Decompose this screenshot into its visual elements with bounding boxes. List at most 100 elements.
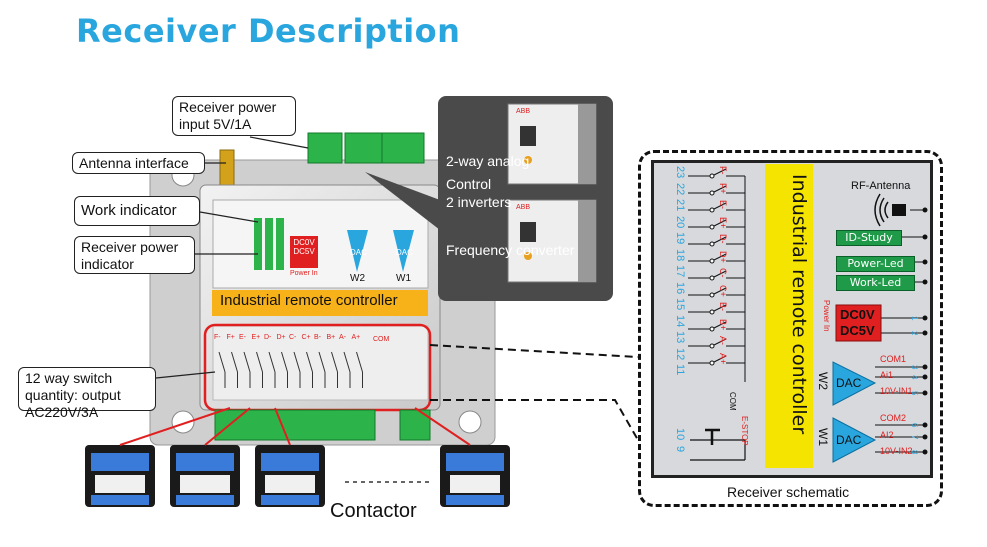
schematic-switch-blade bbox=[711, 321, 727, 330]
schematic-switch-blade bbox=[711, 304, 727, 313]
schematic-com: COM bbox=[728, 392, 737, 411]
schematic-switch-label: D+ bbox=[718, 251, 728, 263]
schematic-switch-number: 16 bbox=[674, 281, 686, 294]
schematic-w1: W1 bbox=[816, 428, 830, 446]
schematic-switch-number: 22 bbox=[674, 182, 686, 195]
device-terminal-label: C+ bbox=[301, 334, 311, 341]
schematic-right-number: 2 bbox=[910, 331, 919, 336]
schematic-switch-label: A- bbox=[718, 336, 728, 345]
text-2way-analog: 2-way analog bbox=[446, 153, 530, 169]
device-terminal-label: E+ bbox=[251, 334, 261, 341]
schematic-dac-w1: DAC bbox=[836, 433, 862, 447]
schematic-right-number: 1 bbox=[910, 316, 919, 321]
schematic-switch-label: C- bbox=[718, 268, 728, 278]
schematic-com1: COM1 bbox=[880, 354, 907, 364]
device-w2-label: W2 bbox=[350, 273, 365, 284]
contactor-label: Contactor bbox=[330, 500, 417, 522]
device-w1-label: W1 bbox=[396, 273, 411, 284]
page-title: Receiver Description bbox=[76, 12, 461, 50]
device-terminal-label: F- bbox=[214, 334, 221, 341]
schematic-switch-node bbox=[709, 173, 715, 179]
schematic-frame bbox=[638, 150, 943, 507]
schematic-id-study: ID-Study bbox=[836, 230, 902, 246]
schematic-switch-number: 17 bbox=[674, 265, 686, 278]
schematic-switch-number: 12 bbox=[674, 347, 686, 360]
device-terminal-label: A+ bbox=[351, 334, 361, 341]
device-terminal-label: D- bbox=[264, 334, 272, 341]
device-dac-w2: DAC bbox=[350, 248, 367, 257]
schematic-switch-node bbox=[709, 292, 715, 298]
schematic-dac-w2: DAC bbox=[836, 376, 862, 390]
device-switch bbox=[256, 351, 263, 373]
device-power-in: Power In bbox=[290, 270, 318, 277]
schematic-w2: W2 bbox=[816, 372, 830, 390]
schematic-switch-blade bbox=[711, 219, 727, 228]
schematic-switch-label: F- bbox=[718, 166, 728, 175]
device-switch bbox=[268, 351, 276, 373]
schematic-switch-blade bbox=[711, 236, 727, 245]
schematic-switch-node bbox=[709, 224, 715, 230]
device-terminal-label: B- bbox=[314, 334, 321, 341]
schematic-switch-number: 19 bbox=[674, 232, 686, 245]
schematic-rf-antenna: RF-Antenna bbox=[851, 180, 911, 192]
schematic-switch-label: B+ bbox=[718, 319, 728, 331]
schematic-switch-node bbox=[709, 190, 715, 196]
schematic-switch-blade bbox=[711, 270, 727, 279]
device-terminal-label: A- bbox=[339, 334, 346, 341]
schematic-switch-label: D- bbox=[718, 234, 728, 244]
device-dac-w1: DAC bbox=[396, 248, 413, 257]
schematic-switch-blade bbox=[711, 202, 727, 211]
device-switch bbox=[281, 351, 288, 373]
schematic-switch-node bbox=[709, 309, 715, 315]
schematic-switch-label: C+ bbox=[718, 285, 728, 297]
device-switch bbox=[343, 351, 351, 373]
schematic-right-number: 5 bbox=[910, 391, 919, 396]
schematic-switch-number: 14 bbox=[674, 314, 686, 327]
device-switch bbox=[356, 351, 363, 373]
schematic-switch-number: 13 bbox=[674, 331, 686, 344]
text-2-inverters: 2 inverters bbox=[446, 194, 512, 210]
schematic-switch-blade bbox=[711, 253, 727, 262]
device-switch bbox=[293, 351, 301, 373]
schematic-dc5v: DC5V bbox=[840, 323, 875, 338]
inverter-brand-1: ABB bbox=[516, 108, 531, 115]
device-switch bbox=[331, 351, 338, 373]
schematic-switch-node bbox=[709, 360, 715, 366]
device-terminal-label: F+ bbox=[226, 334, 235, 341]
schematic-switch-blade bbox=[711, 355, 727, 364]
schematic-ai1: Ai1 bbox=[880, 370, 894, 380]
schematic-switch-node bbox=[709, 275, 715, 281]
schematic-caption: Receiver schematic bbox=[727, 484, 850, 500]
callout-work-indicator: Work indicator bbox=[74, 196, 200, 226]
schematic-switch-blade bbox=[711, 287, 727, 296]
callout-power-indicator: Receiver power indicator bbox=[74, 236, 195, 274]
schematic-power-led: Power-Led bbox=[836, 256, 915, 272]
schematic-right-number: 8 bbox=[910, 450, 919, 455]
schematic-switch-label: F+ bbox=[718, 183, 728, 194]
schematic-power-in: Power In bbox=[822, 300, 831, 332]
schematic-switch-blade bbox=[711, 338, 727, 347]
device-dc0v: DC0V bbox=[293, 238, 315, 247]
text-control: Control bbox=[446, 176, 492, 192]
device-dc5v: DC5V bbox=[293, 247, 315, 256]
device-terminal-label: C- bbox=[289, 334, 297, 341]
device-terminal-label: D+ bbox=[276, 334, 286, 341]
schematic-switch-node bbox=[709, 343, 715, 349]
schematic-vin1: 10V-IN1 bbox=[880, 386, 913, 396]
schematic-estop-number: 10 bbox=[674, 428, 686, 441]
text-frequency-converter: Frequency converter bbox=[446, 242, 575, 258]
device-terminal-label: E- bbox=[239, 334, 246, 341]
callout-antenna-interface: Antenna interface bbox=[72, 152, 205, 174]
device-terminal-labels: F-F+E-E+D-D+C-C+B-B+A-A+ bbox=[214, 334, 364, 346]
schematic-switch-label: E- bbox=[718, 200, 728, 209]
schematic-switch-number: 15 bbox=[674, 298, 686, 311]
device-switch bbox=[218, 351, 226, 373]
schematic-switch-label: E+ bbox=[718, 217, 728, 229]
schematic-switch-number: 18 bbox=[674, 248, 686, 261]
schematic-right-number: 7 bbox=[910, 435, 919, 440]
schematic-switch-number: 23 bbox=[674, 166, 686, 179]
schematic-work-led: Work-Led bbox=[836, 275, 915, 291]
schematic-switch-node bbox=[709, 207, 715, 213]
schematic-switch-label: A+ bbox=[718, 353, 728, 365]
